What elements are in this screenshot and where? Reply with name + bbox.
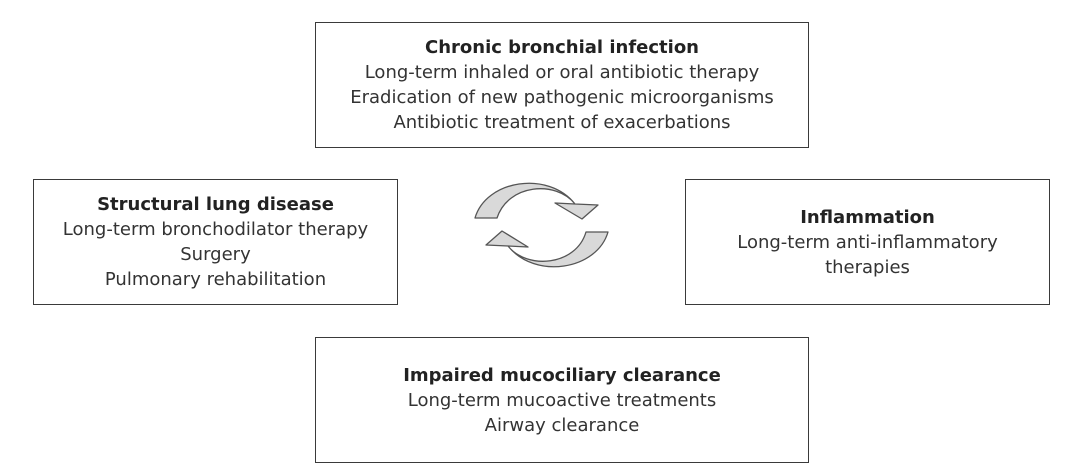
box-line: Antibiotic treatment of exacerbations bbox=[393, 112, 731, 133]
cycle-arrow-lower bbox=[485, 230, 609, 268]
box-line: Airway clearance bbox=[484, 414, 640, 436]
box-line: Surgery bbox=[180, 244, 251, 265]
cycle-arrow-upper bbox=[474, 182, 599, 220]
box-line: Pulmonary rehabilitation bbox=[104, 269, 327, 290]
box-title: Inflammation bbox=[800, 206, 935, 228]
cycle-arrows-icon bbox=[474, 182, 609, 268]
box-line: Long-term anti-inflammatory bbox=[737, 231, 998, 253]
box-title: Structural lung disease bbox=[97, 194, 334, 215]
box-chronic-bronchial-infection: Chronic bronchial infection Long-term in… bbox=[315, 22, 809, 148]
box-title: Impaired mucociliary clearance bbox=[403, 364, 721, 386]
box-impaired-mucociliary-clearance: Impaired mucociliary clearance Long-term… bbox=[315, 337, 809, 463]
box-line: Long-term mucoactive treatments bbox=[407, 389, 717, 411]
box-line: therapies bbox=[825, 256, 910, 278]
box-structural-lung-disease: Structural lung disease Long-term bronch… bbox=[33, 179, 398, 305]
box-line: Long-term inhaled or oral antibiotic the… bbox=[364, 62, 760, 83]
box-line: Long-term bronchodilator therapy bbox=[62, 219, 369, 240]
box-line: Eradication of new pathogenic microorgan… bbox=[350, 87, 774, 108]
box-inflammation: Inflammation Long-term anti-inflammatory… bbox=[685, 179, 1050, 305]
box-title: Chronic bronchial infection bbox=[424, 37, 700, 58]
